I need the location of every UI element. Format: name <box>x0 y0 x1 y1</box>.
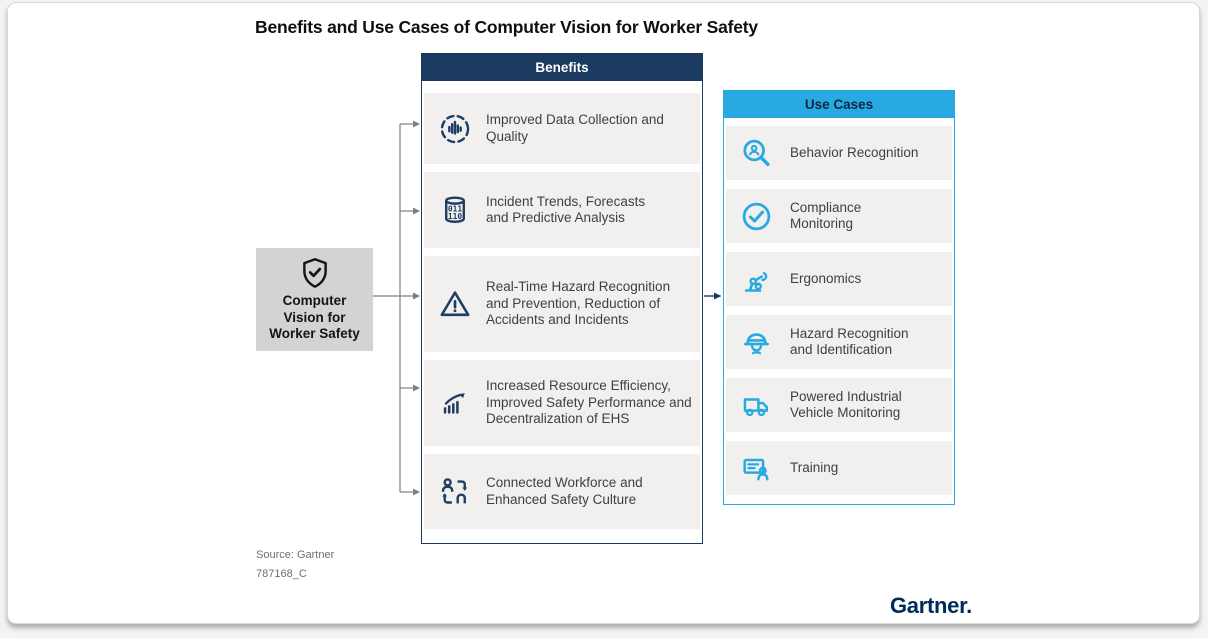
benefit-label: Connected Workforce and Enhanced Safety … <box>486 475 643 507</box>
use-case-label: Training <box>790 459 839 475</box>
benefit-item: 011 110 Incident Trends, Forecasts and P… <box>424 172 700 248</box>
incident-trends-icon: 011 110 <box>437 192 473 228</box>
svg-text:011: 011 <box>448 204 463 213</box>
use-case-item: Ergonomics <box>726 252 952 306</box>
compliance-check-icon <box>740 200 773 233</box>
use-case-label: Powered Industrial Vehicle Monitoring <box>790 388 902 420</box>
use-case-item: Training <box>726 441 952 495</box>
connected-workforce-icon <box>437 474 473 510</box>
use-case-label: Hazard Recognition and Identification <box>790 325 909 357</box>
page-title: Benefits and Use Cases of Computer Visio… <box>255 17 758 37</box>
use-case-item: Compliance Monitoring <box>726 189 952 243</box>
benefits-panel: Benefits Improved Data Collection and Qu… <box>421 53 703 544</box>
use-case-label: Ergonomics <box>790 270 862 286</box>
training-board-icon <box>740 452 773 485</box>
document-id: 787168_C <box>256 568 307 580</box>
source-note: Source: Gartner <box>256 549 335 561</box>
benefit-item: Increased Resource Efficiency, Improved … <box>424 360 700 446</box>
truck-icon <box>740 389 773 422</box>
benefits-list: Improved Data Collection and Quality 011… <box>422 81 702 529</box>
hard-hat-icon <box>740 326 773 359</box>
benefits-header: Benefits <box>422 54 702 81</box>
use-case-item: Hazard Recognition and Identification <box>726 315 952 369</box>
subject-box: Computer Vision for Worker Safety <box>256 248 373 351</box>
use-case-label: Compliance Monitoring <box>790 199 862 231</box>
data-collection-icon <box>437 111 473 147</box>
use-cases-header: Use Cases <box>724 91 954 118</box>
benefit-label: Real-Time Hazard Recognition and Prevent… <box>486 279 671 328</box>
warning-triangle-icon <box>437 286 473 322</box>
behavior-recognition-icon <box>740 137 773 170</box>
robot-arm-icon <box>740 263 773 296</box>
benefit-label: Incident Trends, Forecasts and Predictiv… <box>486 193 646 225</box>
use-case-item: Behavior Recognition <box>726 126 952 180</box>
benefit-label: Increased Resource Efficiency, Improved … <box>486 378 692 427</box>
growth-chart-icon <box>437 385 473 421</box>
benefit-label: Improved Data Collection and Quality <box>486 112 664 144</box>
use-cases-list: Behavior Recognition Compliance Monitori… <box>724 118 954 495</box>
svg-text:110: 110 <box>448 212 463 221</box>
gartner-logo: Gartner. <box>890 593 972 618</box>
subject-label: Computer Vision for Worker Safety <box>269 292 360 342</box>
use-case-item: Powered Industrial Vehicle Monitoring <box>726 378 952 432</box>
benefit-item: Connected Workforce and Enhanced Safety … <box>424 454 700 529</box>
benefit-item: Real-Time Hazard Recognition and Prevent… <box>424 256 700 352</box>
use-cases-panel: Use Cases Behavior Recognition <box>723 90 955 505</box>
shield-check-icon <box>298 256 332 290</box>
use-case-label: Behavior Recognition <box>790 144 919 160</box>
benefit-item: Improved Data Collection and Quality <box>424 93 700 164</box>
